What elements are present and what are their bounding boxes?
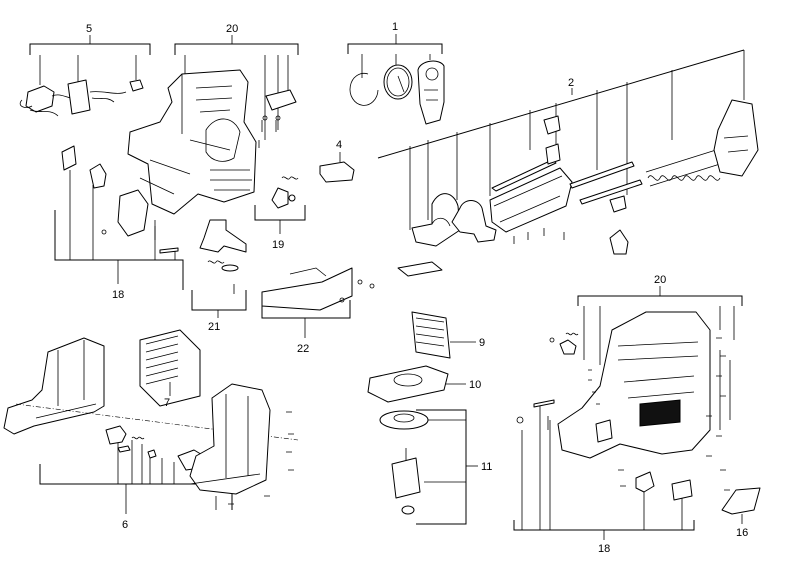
part-4: 4 <box>319 139 355 183</box>
label-9: 9 <box>479 337 485 349</box>
part-group-20-right: 20 <box>549 274 743 491</box>
label-11: 11 <box>481 461 492 473</box>
label-6: 6 <box>122 519 128 531</box>
label-16: 16 <box>736 527 748 539</box>
label-19: 19 <box>272 239 284 251</box>
label-22: 22 <box>297 343 309 355</box>
part-7: 7 <box>139 329 201 409</box>
label-2: 2 <box>568 77 574 89</box>
part-group-19: 19 <box>254 176 306 251</box>
part-group-11: 11 <box>379 409 492 525</box>
part-16: 16 <box>721 487 761 539</box>
label-18-right: 18 <box>598 543 610 555</box>
part-10: 10 <box>367 365 481 403</box>
part-group-18-left: 18 <box>54 145 184 301</box>
part-group-2: 2 <box>377 49 759 277</box>
part-group-6: 6 <box>3 337 299 531</box>
part-9: 9 <box>411 311 485 359</box>
label-4: 4 <box>336 139 342 151</box>
part-group-1: 1 <box>347 21 445 125</box>
label-20-top: 20 <box>226 23 238 35</box>
label-1: 1 <box>392 21 398 33</box>
label-7: 7 <box>164 397 170 409</box>
part-group-5: 5 <box>19 23 151 117</box>
part-group-20-left: 20 <box>117 23 299 237</box>
label-18-left: 18 <box>112 289 124 301</box>
part-group-21: 21 <box>191 219 247 333</box>
part-group-22: 22 <box>261 267 375 355</box>
label-10: 10 <box>469 379 481 391</box>
label-20-right: 20 <box>654 274 666 286</box>
part-group-18-right: 18 <box>513 399 695 555</box>
label-5: 5 <box>86 23 92 35</box>
label-21: 21 <box>208 321 220 333</box>
